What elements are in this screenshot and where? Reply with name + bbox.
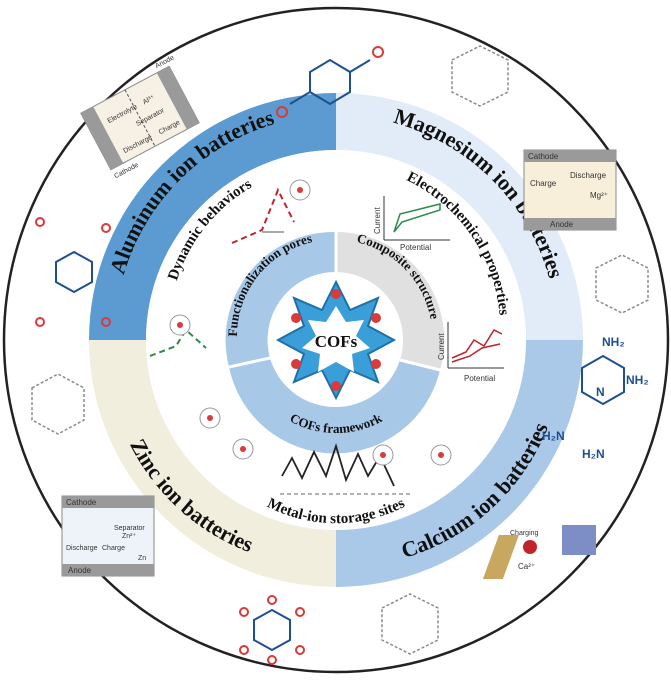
mg-charge-text: Charge (530, 179, 557, 188)
ca-ion-text: Ca²⁺ (518, 562, 535, 571)
inner-composite-segment (336, 231, 445, 370)
mg-cathode-text: Cathode (528, 152, 559, 161)
h2n-left-label: H₂N (542, 429, 565, 443)
inner-framework-segment (229, 358, 440, 454)
cyclohexanehexone-molecule-icon (239, 595, 305, 665)
mg-discharge-text: Discharge (570, 171, 607, 180)
zn-charge-text: Charge (102, 545, 125, 552)
cof-star-icon (275, 279, 397, 401)
magnesium-cell-icon: Cathode Anode Charge Discharge Mg²⁺ (523, 149, 617, 231)
nh2-top-label: NH₂ (602, 335, 625, 349)
dynamic-behavior-sketch (149, 179, 311, 357)
magnesium-segment (336, 93, 583, 340)
potential-axis-label-1: Potential (400, 243, 431, 252)
current-axis-label-1: Current (373, 207, 382, 234)
pyridine-n-label: N (596, 385, 605, 399)
terephthalaldehyde-molecule-icon (276, 46, 384, 118)
dianhydride-molecule-icon (35, 217, 111, 327)
zn-cathode-text: Cathode (66, 498, 97, 507)
aluminum-segment (89, 93, 336, 340)
mg-ion-text: Mg²⁺ (590, 191, 608, 200)
zn-separator-text: Separator (114, 525, 145, 532)
nh2-right-label: NH₂ (626, 373, 649, 387)
framework-hexagon-icons (31, 45, 649, 655)
cv-plot-green: Potential Current (373, 196, 450, 252)
zn-discharge-text: Discharge (66, 545, 98, 552)
aluminum-cell-icon: Electrolyte Al³⁺ Discharge Charge Separa… (80, 54, 200, 180)
calcium-cell-icon: Charging Ca²⁺ (482, 525, 596, 579)
h2n-bottom-label: H₂N (582, 447, 605, 461)
mg-anode-text: Anode (550, 220, 574, 229)
calcium-segment (336, 340, 583, 587)
ca-charging-text: Charging (510, 530, 539, 537)
storage-sites-wave (199, 407, 452, 495)
triaminopyridine-molecule-icon: NH₂ NH₂ H₂N H₂N N (542, 335, 649, 461)
zinc-segment (89, 340, 336, 587)
zn-ion-text: Zn²⁺ (122, 533, 137, 540)
zn-zn-text: Zn (138, 555, 146, 562)
cv-plot-red: Potential Current (437, 322, 504, 383)
center-label: COFs (315, 332, 358, 351)
zn-anode-text: Anode (68, 566, 92, 575)
zinc-cell-icon: Cathode Anode Discharge Charge Separator… (61, 495, 155, 577)
current-axis-label-2: Current (437, 333, 446, 360)
inner-functionalization-segment (225, 231, 336, 367)
potential-axis-label-2: Potential (464, 374, 495, 383)
